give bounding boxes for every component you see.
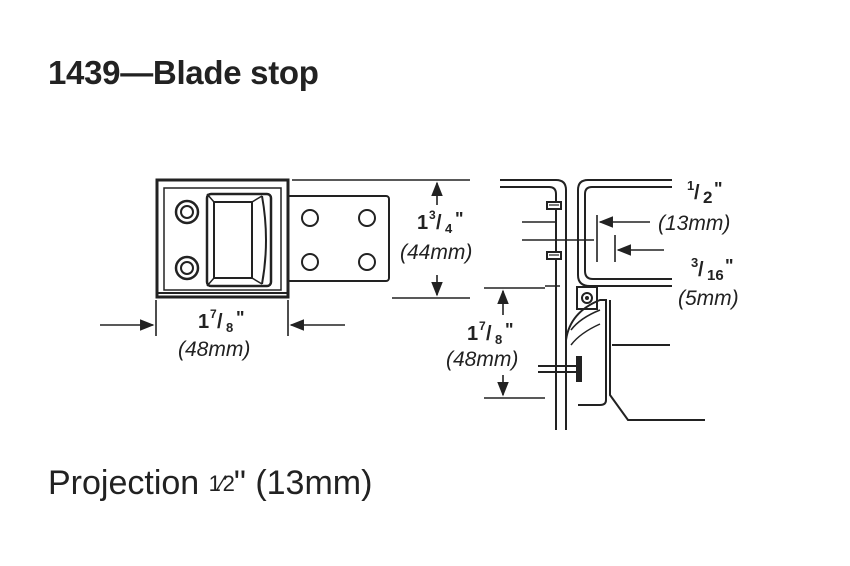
plate-hole: [301, 209, 319, 227]
svg-text:/: /: [698, 259, 704, 281]
side-dimensions: [484, 215, 664, 399]
svg-text:(13mm): (13mm): [658, 212, 730, 235]
svg-text:16: 16: [707, 267, 724, 284]
svg-text:": ": [455, 209, 464, 229]
svg-text:(48mm): (48mm): [446, 348, 518, 371]
svg-text:8: 8: [226, 320, 233, 335]
width-dimension-label: 1 7 / 8 " (48mm): [178, 307, 250, 361]
side-view: [500, 179, 705, 430]
diagram-title: 1439—Blade stop: [48, 54, 319, 91]
projection-caption: Projection 1⁄2" (13mm): [48, 464, 372, 503]
svg-text:1: 1: [198, 311, 209, 333]
svg-text:1: 1: [687, 178, 694, 193]
projection-label: Projection: [48, 464, 200, 502]
svg-text:4: 4: [445, 221, 453, 236]
svg-text:(44mm): (44mm): [400, 241, 472, 264]
blade-housing: [205, 192, 273, 288]
screw: [174, 199, 200, 225]
svg-text:8: 8: [495, 332, 502, 347]
svg-text:7: 7: [210, 307, 217, 321]
plate-hole: [358, 253, 376, 271]
svg-text:3: 3: [691, 255, 698, 270]
svg-text:7: 7: [479, 319, 486, 333]
projection-dimension-label: 1 / 2 " (13mm): [658, 178, 730, 235]
svg-text:3: 3: [429, 208, 436, 222]
screw: [174, 255, 200, 281]
height-dimension-label: 1 3 / 4 " (44mm): [400, 208, 472, 264]
offset-dimension-label: 1 7 / 8 " (48mm): [446, 319, 518, 371]
front-view: [155, 178, 390, 299]
svg-text:(48mm): (48mm): [178, 338, 250, 361]
svg-text:/: /: [217, 311, 223, 333]
svg-text:": ": [714, 179, 723, 199]
gap-dimension-label: 3 / 16 " (5mm): [678, 255, 739, 310]
plate-hole: [301, 253, 319, 271]
svg-text:/: /: [694, 182, 700, 204]
svg-text:": ": [725, 256, 734, 276]
svg-text:/: /: [436, 212, 442, 234]
svg-text:": ": [505, 320, 514, 340]
svg-text:/: /: [486, 323, 492, 345]
stop-body: [155, 178, 290, 299]
svg-text:1: 1: [467, 323, 478, 345]
blade-plate: [286, 195, 390, 282]
projection-value: " (13mm): [233, 464, 373, 502]
svg-text:1: 1: [417, 212, 428, 234]
svg-text:(5mm): (5mm): [678, 287, 739, 310]
svg-text:": ": [236, 308, 245, 328]
svg-text:2: 2: [703, 188, 712, 207]
front-dimensions: [100, 179, 470, 336]
projection-fraction: 1⁄2: [208, 471, 235, 496]
plate-hole: [358, 209, 376, 227]
